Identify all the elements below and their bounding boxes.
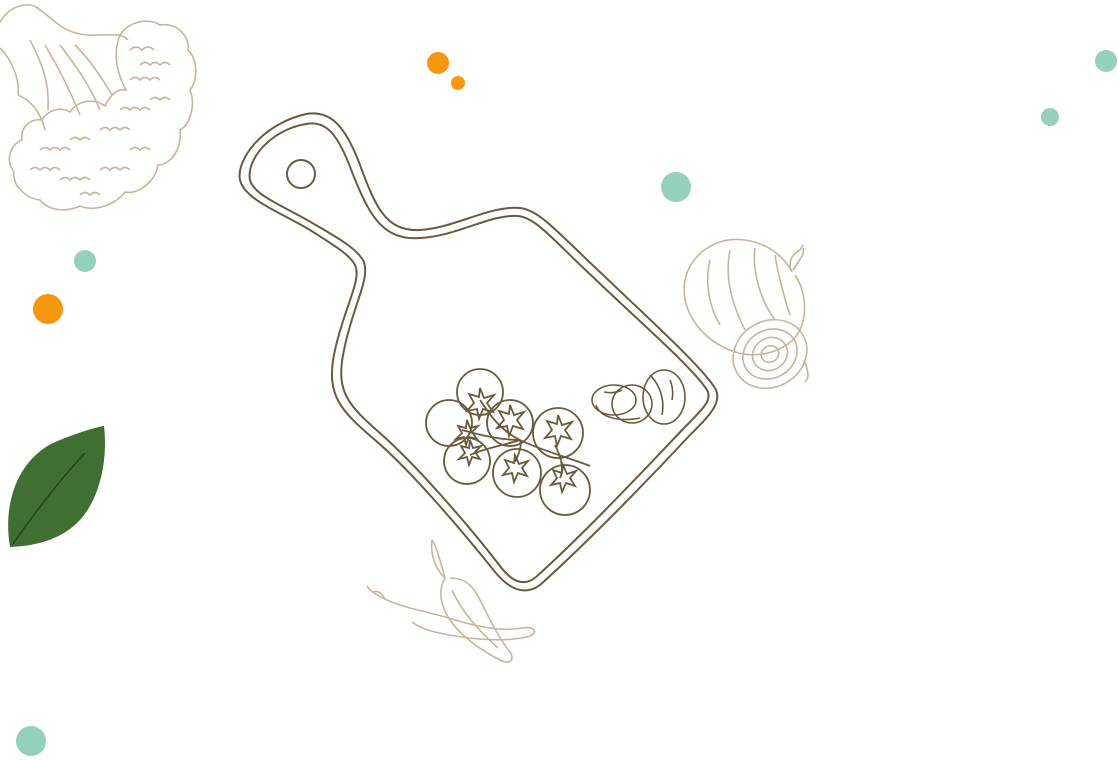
cauliflower-icon <box>0 4 197 211</box>
cherry-tomatoes-icon <box>425 368 591 516</box>
teal-dot <box>74 250 96 272</box>
teal-dot <box>661 172 691 202</box>
cutting-board-icon <box>238 112 719 592</box>
bay-leaf-icon <box>8 426 105 547</box>
orange-dot <box>451 76 465 90</box>
orange-dot <box>427 52 449 74</box>
teal-dot <box>16 726 46 756</box>
teal-dot <box>1095 50 1117 72</box>
orange-dot <box>33 294 63 324</box>
teal-dot <box>1041 108 1059 126</box>
board-hang-hole <box>286 159 316 189</box>
onion-icon <box>683 238 809 390</box>
decorative-dots <box>16 50 1117 756</box>
chili-peppers-icon <box>366 539 536 663</box>
zucchini-slices-icon <box>591 369 686 425</box>
